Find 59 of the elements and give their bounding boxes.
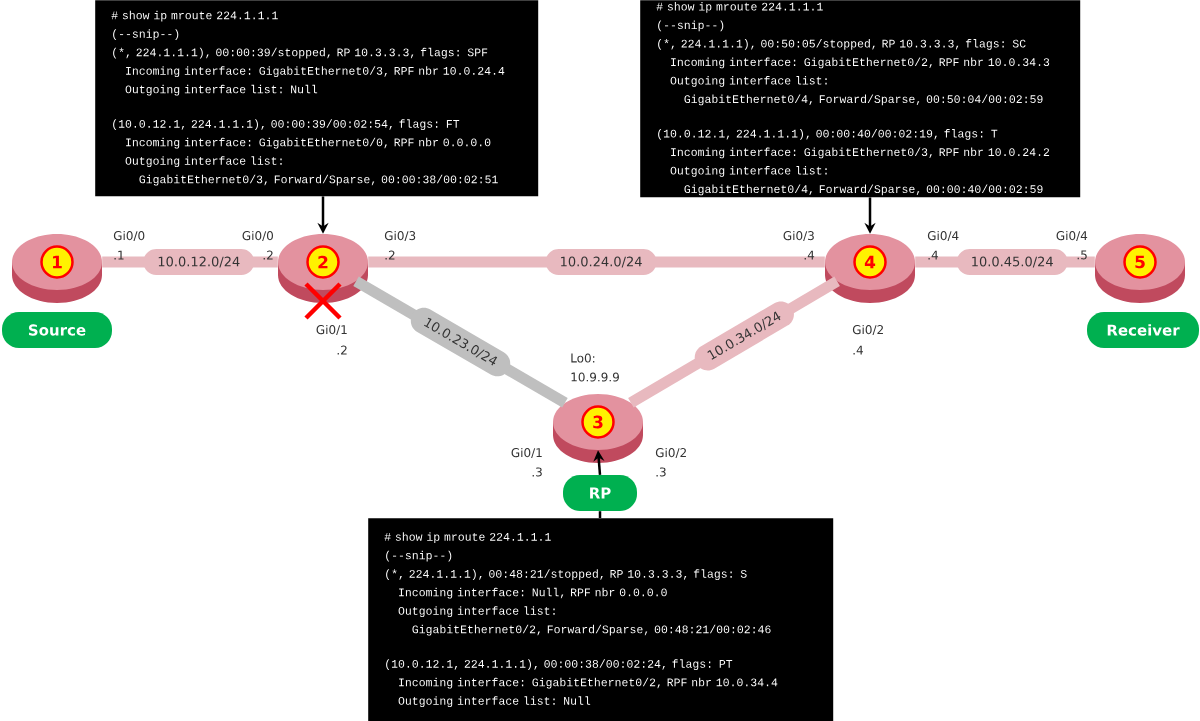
interface-label: Gi0/0: [242, 230, 273, 242]
code-line: # show ip mroute 224.1.1.1: [111, 10, 278, 22]
interface-label: Gi0/2: [655, 447, 686, 459]
code-line: Outgoing interface list:: [670, 166, 827, 177]
code-line: GigabitEthernet0/2, Forward/Sparse, 00:48:21/00:02:46: [412, 624, 771, 636]
code-line: GigabitEthernet0/4, Forward/Sparse, 00:50:04/00:02:59: [684, 94, 1043, 106]
interface-label: .3: [532, 467, 542, 477]
terminal-output: [640, 0, 1081, 198]
interface-label: Gi0/0: [113, 230, 145, 242]
edge-label: 10.0.12.0/24: [143, 249, 255, 275]
interface-label: .2: [385, 250, 395, 260]
code-line: Incoming interface: GigabitEthernet0/0, RPF nbr 0.0.0.0: [126, 137, 491, 149]
code-line: Outgoing interface list:: [398, 606, 555, 618]
code-line: (10.0.12.1, 224.1.1.1), 00:00:38/00:02:24, flags: PT: [386, 659, 733, 671]
interface-label: .5: [1077, 250, 1087, 260]
interface-label: Gi0/4: [927, 230, 959, 242]
edge-label: 10.0.24.0/24: [545, 249, 657, 275]
interface-label: .4: [853, 345, 863, 355]
interface-label: .2: [263, 250, 273, 260]
code-line: Incoming interface: GigabitEthernet0/3, RPF nbr 10.0.24.2: [671, 147, 1050, 159]
code-line: Outgoing interface list:: [670, 76, 827, 87]
code-line: Outgoing interface list: Null: [398, 696, 591, 708]
code-line: Incoming interface: GigabitEthernet0/2, RPF nbr 10.0.34.4: [399, 677, 778, 689]
interface-label: Gi0/3: [384, 230, 416, 242]
interface-label: .3: [656, 467, 666, 477]
code-line: (*, 224.1.1.1), 00:50:05/stopped, RP 10.3.3.3, flags: SC: [658, 39, 1026, 50]
interface-label: Gi0/2: [852, 324, 883, 336]
code-line: Outgoing interface list: Null: [125, 84, 318, 96]
code-line: (--snip--): [113, 29, 179, 41]
interface-label: .4: [804, 250, 815, 260]
code-line: (--snip--): [386, 550, 452, 562]
code-line: Incoming interface: GigabitEthernet0/3, RPF nbr 10.0.24.4: [126, 66, 505, 78]
interface-label: Lo0:: [571, 353, 595, 363]
interface-label: Gi0/1: [511, 447, 542, 459]
code-line: # show ip mroute 224.1.1.1: [384, 532, 551, 544]
interface-label: 10.9.9.9: [571, 372, 619, 382]
code-line: (10.0.12.1, 224.1.1.1), 00:00:39/00:02:54, flags: FT: [113, 119, 460, 131]
code-line: GigabitEthernet0/3, Forward/Sparse, 00:00:38/00:02:51: [139, 174, 498, 186]
code-line: Outgoing interface list:: [125, 156, 282, 168]
code-line: (*, 224.1.1.1), 00:00:39/stopped, RP 10.3.3.3, flags: SPF: [113, 47, 488, 59]
role-tag: Receiver: [1087, 312, 1199, 348]
interface-label: Gi0/1: [316, 324, 347, 336]
code-line: Incoming interface: GigabitEthernet0/2, RPF nbr 10.0.34.3: [671, 57, 1050, 69]
role-tag: Source: [2, 312, 112, 348]
code-line: Incoming interface: Null, RPF nbr 0.0.0.0: [399, 587, 667, 599]
role-tag: RP: [563, 475, 637, 511]
edge-label: 10.0.45.0/24: [956, 249, 1068, 275]
interface-label: .2: [337, 345, 347, 355]
code-line: (*, 224.1.1.1), 00:48:21/stopped, RP 10.3.3.3, flags: S: [386, 569, 747, 581]
code-line: GigabitEthernet0/4, Forward/Sparse, 00:00:40/00:02:59: [684, 184, 1043, 196]
interface-label: Gi0/3: [783, 230, 814, 242]
code-line: (--snip--): [658, 20, 724, 32]
code-line: (10.0.12.1, 224.1.1.1), 00:00:40/00:02:19, flags: T: [658, 129, 998, 140]
code-line: # show ip mroute 224.1.1.1: [656, 2, 823, 13]
terminal-output: [95, 0, 539, 197]
terminal-output: [368, 518, 834, 721]
interface-label: Gi0/4: [1056, 230, 1088, 242]
interface-label: .4: [928, 250, 938, 260]
interface-label: .1: [114, 250, 124, 260]
